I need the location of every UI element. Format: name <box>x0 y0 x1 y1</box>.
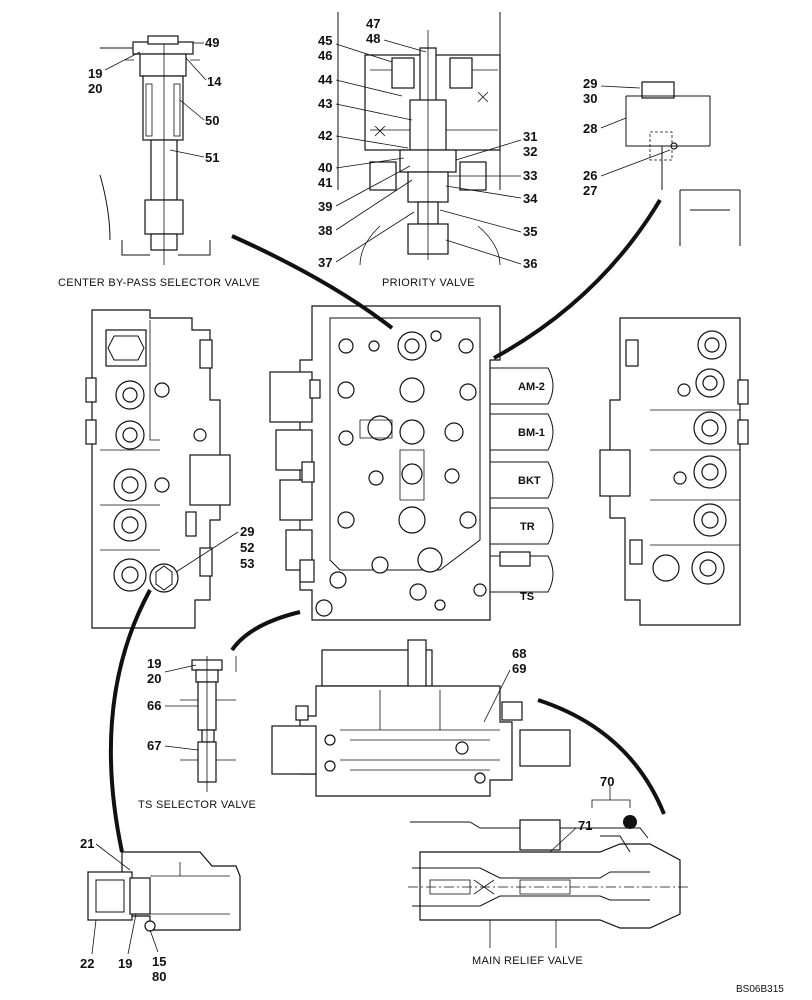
callout-44: 44 <box>318 72 333 87</box>
tag-bkt: BKT <box>518 475 541 487</box>
callout-29: 29 <box>583 76 597 91</box>
callout-45: 45 <box>318 33 332 48</box>
callout-47: 47 <box>366 16 380 31</box>
callout-36: 36 <box>523 256 537 271</box>
leader-arcs <box>108 198 666 853</box>
callout-35: 35 <box>523 224 537 239</box>
right-side-valve-body <box>599 317 749 626</box>
callout-19: 19 <box>88 66 102 81</box>
top-right-fitting <box>625 81 741 246</box>
callout-70: 70 <box>600 774 614 789</box>
callout-20: 20 <box>88 81 102 96</box>
callout-71: 71 <box>578 818 592 833</box>
callout-28: 28 <box>583 121 597 136</box>
bottom-valve-elevation <box>271 639 571 797</box>
left-side-valve-body <box>85 309 231 629</box>
callout-33: 33 <box>523 168 537 183</box>
center-bypass-selector-valve <box>99 35 211 265</box>
callout-14: 14 <box>207 74 222 89</box>
callout-68: 68 <box>512 646 526 661</box>
callout-31: 31 <box>523 129 537 144</box>
priority-valve <box>337 12 501 266</box>
callout-42: 42 <box>318 128 332 143</box>
callout-34: 34 <box>523 191 538 206</box>
callout-40: 40 <box>318 160 332 175</box>
bottom-left-detail <box>87 851 241 932</box>
caption-ts-selector-valve: TS SELECTOR VALVE <box>138 799 256 811</box>
callout-51: 51 <box>205 150 219 165</box>
callout-26: 26 <box>583 168 597 183</box>
tag-bm-1: BM-1 <box>518 427 545 439</box>
callout-66: 66 <box>147 698 161 713</box>
caption-priority-valve: PRIORITY VALVE <box>382 277 475 289</box>
callout-49: 49 <box>205 35 219 50</box>
callout-ts-20: 20 <box>147 671 161 686</box>
tag-tr: TR <box>520 521 535 533</box>
drawing-code: BS06B315 <box>736 984 784 995</box>
callout-52: 52 <box>240 540 254 555</box>
callout-30: 30 <box>583 91 597 106</box>
callout-32: 32 <box>523 144 537 159</box>
callout-37: 37 <box>318 255 332 270</box>
callout-53: 53 <box>240 556 254 571</box>
main-relief-valve <box>408 786 690 929</box>
callout-ts-19: 19 <box>147 656 161 671</box>
callout-41: 41 <box>318 175 332 190</box>
main-control-valve-front <box>269 305 501 621</box>
callout-21: 21 <box>80 836 94 851</box>
tag-am-2: AM-2 <box>518 381 545 393</box>
callout-39: 39 <box>318 199 332 214</box>
callout-48: 48 <box>366 31 380 46</box>
callout-67: 67 <box>147 738 161 753</box>
callout-69: 69 <box>512 661 526 676</box>
section-tag-plates <box>490 367 554 593</box>
callout-38: 38 <box>318 223 332 238</box>
caption-main-relief-valve: MAIN RELIEF VALVE <box>472 955 583 967</box>
callout-43: 43 <box>318 96 332 111</box>
callout-15: 15 <box>152 954 166 969</box>
callout-80: 80 <box>152 969 166 984</box>
ts-selector-valve <box>180 656 237 792</box>
callout-29-side: 29 <box>240 524 254 539</box>
caption-center-bypass-selector-valve: CENTER BY-PASS SELECTOR VALVE <box>58 277 260 289</box>
callout-50: 50 <box>205 113 219 128</box>
callout-46: 46 <box>318 48 332 63</box>
callout-bl-19: 19 <box>118 956 132 971</box>
callout-22: 22 <box>80 956 94 971</box>
tag-ts: TS <box>520 591 534 603</box>
callout-27: 27 <box>583 183 597 198</box>
